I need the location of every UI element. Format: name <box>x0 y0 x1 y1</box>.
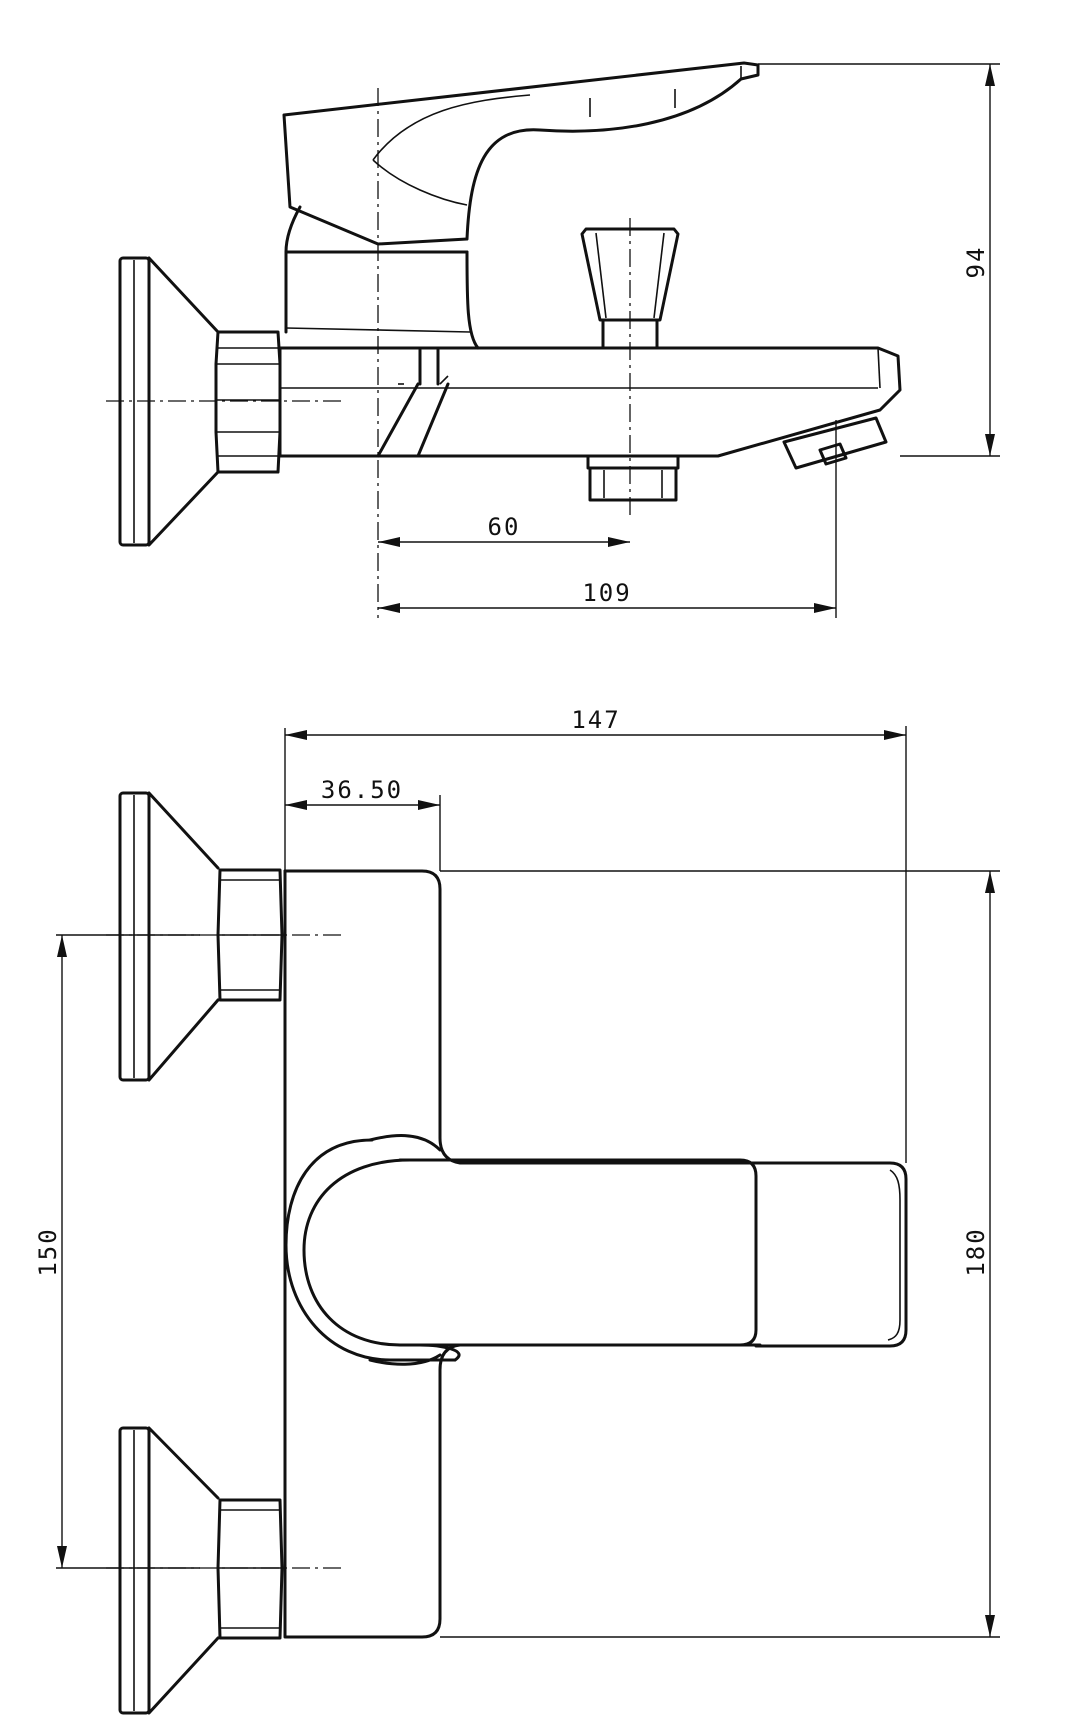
side-view: 94 60 109 <box>106 61 1000 618</box>
dim-60-label: 60 <box>488 513 521 541</box>
front-lower-flange <box>118 1426 220 1715</box>
side-hex-connector <box>214 330 282 474</box>
dim-36-50: 36.50 <box>285 776 441 871</box>
front-view: 147 36.50 150 180 <box>34 706 1000 1715</box>
front-upper-flange <box>118 791 220 1082</box>
dim-180-label: 180 <box>962 1227 990 1276</box>
dim-147-label: 147 <box>571 706 620 734</box>
dim-180: 180 <box>440 870 1000 1638</box>
dim-94: 94 <box>758 63 1000 457</box>
side-aerator <box>782 416 888 470</box>
dim-109-label: 109 <box>582 579 631 607</box>
dim-109: 109 <box>378 420 837 618</box>
dim-147: 147 <box>284 706 907 1163</box>
side-cartridge-collar <box>284 205 480 350</box>
side-spout-body <box>278 346 902 458</box>
front-upper-hex <box>216 868 284 1002</box>
dim-94-label: 94 <box>962 246 990 279</box>
front-body <box>283 869 762 1639</box>
dim-36-50-label: 36.50 <box>321 776 403 804</box>
side-lever-handle <box>282 61 760 246</box>
dim-60: 60 <box>378 513 630 547</box>
front-lever <box>284 1138 908 1362</box>
side-bottom-connector <box>586 454 680 502</box>
dim-150: 150 <box>34 934 200 1569</box>
dim-150-label: 150 <box>34 1227 62 1276</box>
front-lower-hex <box>216 1498 284 1640</box>
